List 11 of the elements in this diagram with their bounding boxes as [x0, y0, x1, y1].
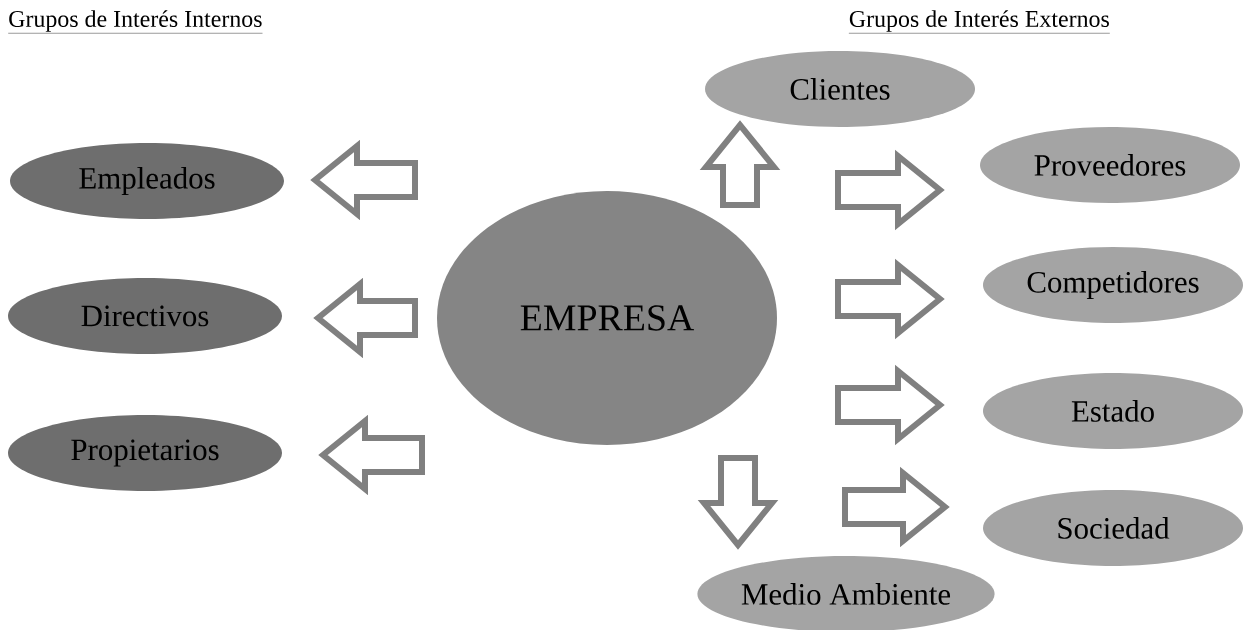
- block-arrow: [310, 139, 418, 221]
- block-arrow: [318, 414, 425, 496]
- heading: Grupos de Interés Externos: [848, 10, 1110, 34]
- heading: Grupos de Interés Internos: [8, 10, 263, 34]
- block-arrow: [313, 277, 418, 359]
- block-arrow: [835, 258, 945, 340]
- block-arrow: [835, 149, 945, 231]
- block-arrow: [835, 364, 945, 446]
- block-arrow: [697, 455, 779, 550]
- block-arrow: [842, 466, 950, 548]
- block-arrow: [699, 120, 781, 208]
